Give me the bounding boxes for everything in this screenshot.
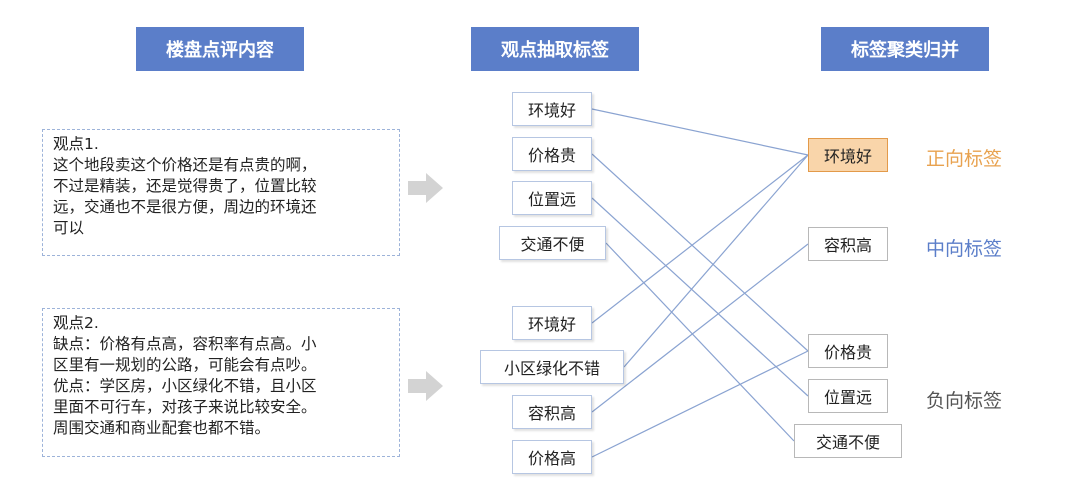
extracted-tag: 价格贵: [512, 137, 592, 171]
tag-link-line: [591, 197, 809, 397]
tag-link-line: [605, 242, 795, 442]
cluster-tag-positive: 环境好: [808, 138, 888, 172]
cluster-tag-negative: 价格贵: [808, 334, 888, 368]
review-line: 周围交通和商业配套也都不错。: [53, 419, 271, 437]
header-extract: 观点抽取标签: [471, 27, 639, 71]
extracted-tag: 交通不便: [499, 226, 606, 260]
tag-link-line: [591, 154, 809, 324]
extracted-tag: 价格高: [512, 440, 592, 474]
review-line: 区里有一规划的公路，可能会有点吵。: [53, 356, 317, 374]
arrow-right-icon: [408, 173, 443, 203]
review-line: 可以: [53, 219, 85, 237]
tag-link-line: [591, 153, 809, 352]
review-line: 优点：学区房，小区绿化不错，且小区: [53, 377, 317, 395]
arrow-right-icon: [408, 371, 443, 401]
tag-link-line: [623, 154, 809, 368]
extracted-tag: 位置远: [512, 181, 592, 215]
review-line: 这个地段卖这个价格还是有点贵的啊，: [53, 156, 317, 174]
review-box-2: 观点2. 缺点：价格有点高，容积率有点高。小 区里有一规划的公路，可能会有点吵。…: [42, 308, 400, 457]
cluster-tag-neutral: 容积高: [808, 227, 888, 261]
review-box-1: 观点1. 这个地段卖这个价格还是有点贵的啊， 不过是精装，还是觉得贵了，位置比较…: [42, 129, 400, 256]
category-neutral: 中向标签: [926, 238, 1003, 260]
category-negative: 负向标签: [926, 390, 1003, 412]
header-cluster: 标签聚类归并: [821, 27, 989, 71]
cluster-tag-negative: 交通不便: [794, 424, 902, 458]
review-line: 远，交通也不是很方便，周边的环境还: [53, 198, 317, 216]
extracted-tag: 环境好: [512, 92, 592, 126]
tag-link-line: [591, 350, 809, 458]
review-line: 缺点：价格有点高，容积率有点高。小: [53, 335, 317, 353]
extracted-tag: 环境好: [512, 306, 592, 340]
review-line: 里面不可行车，对孩子来说比较安全。: [53, 398, 317, 416]
review-line: 观点1.: [53, 135, 99, 153]
tag-link-line: [591, 108, 809, 156]
cluster-tag-negative: 位置远: [808, 379, 888, 413]
review-line: 不过是精装，还是觉得贵了，位置比较: [53, 177, 317, 195]
tag-link-line: [591, 243, 809, 413]
category-positive: 正向标签: [926, 148, 1003, 170]
extracted-tag: 小区绿化不错: [480, 350, 624, 384]
header-reviews: 楼盘点评内容: [136, 27, 304, 71]
review-line: 观点2.: [53, 314, 99, 332]
extracted-tag: 容积高: [512, 395, 592, 429]
